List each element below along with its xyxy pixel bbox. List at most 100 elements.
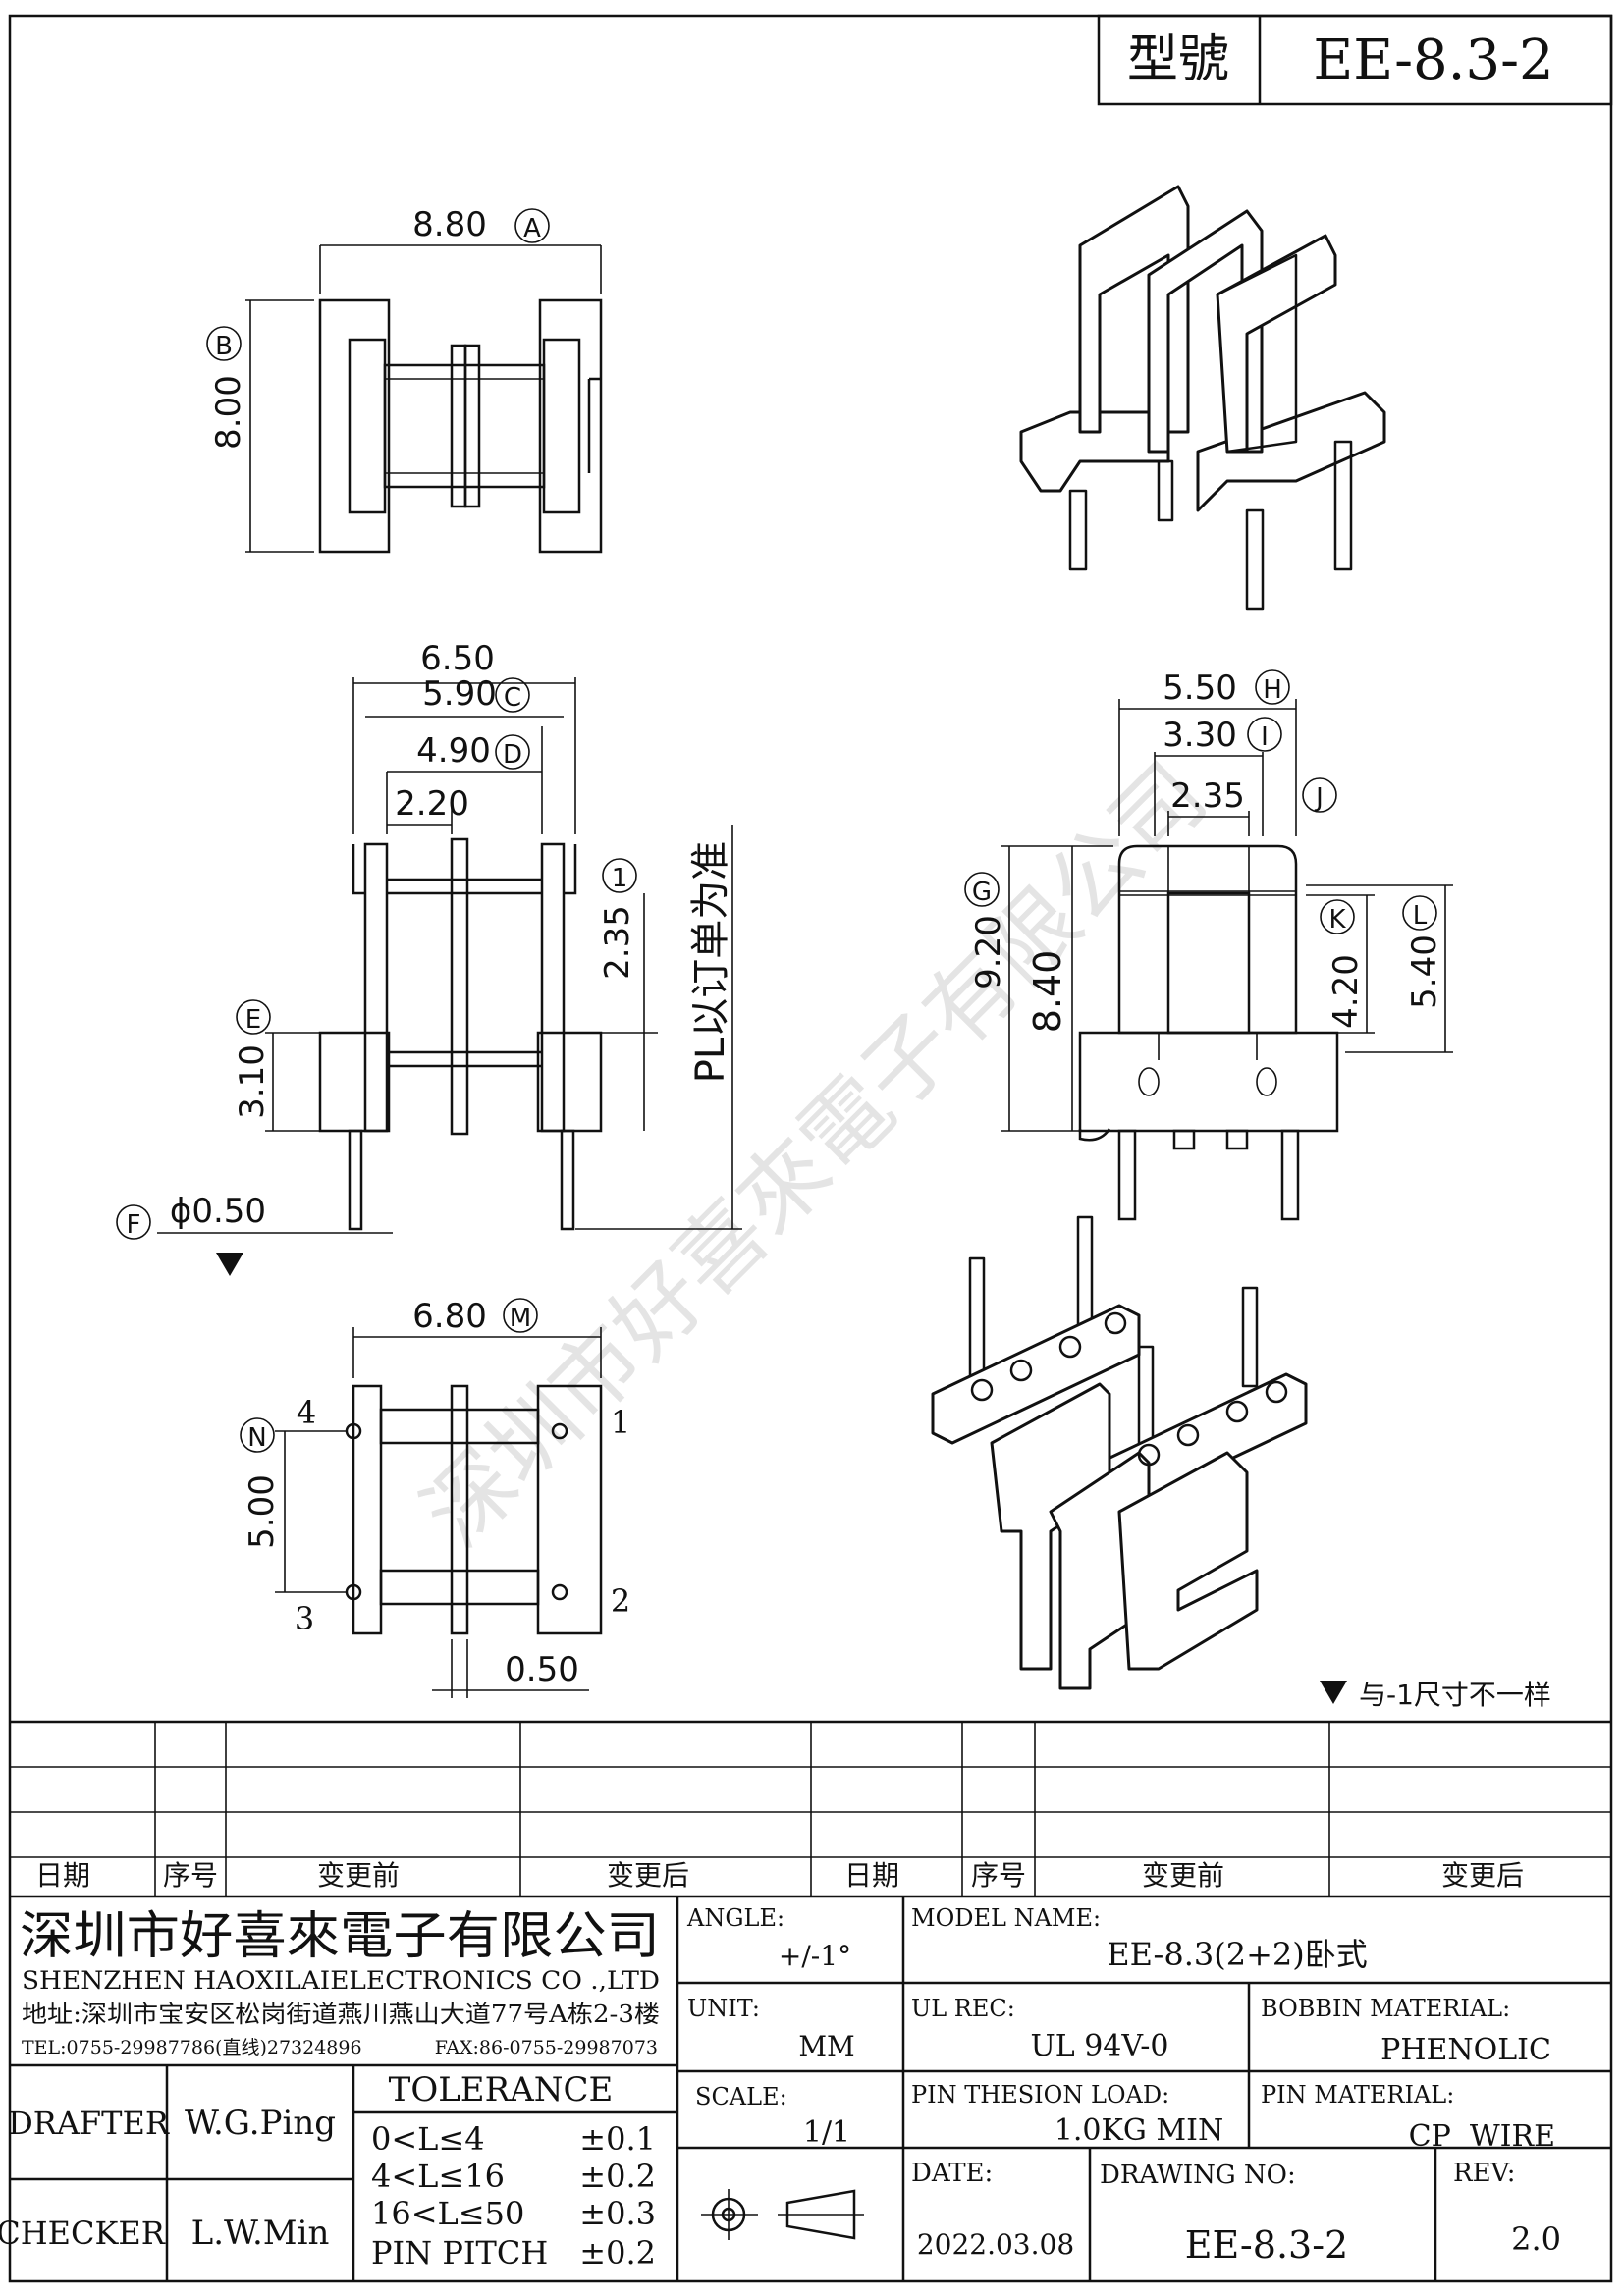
dim-i-value: 3.30: [1163, 716, 1237, 755]
marker-n-label: N: [247, 1423, 266, 1453]
bobbin-value: PHENOLIC: [1380, 2033, 1551, 2067]
model-name-label: MODEL NAME:: [911, 1904, 1101, 1932]
marker-f-label: F: [127, 1210, 141, 1240]
tolerance-value-2: ±0.2: [579, 2158, 656, 2195]
rev-header-no-2: 序号: [971, 1859, 1026, 1892]
rev-header-date-1: 日期: [35, 1859, 90, 1892]
tolerance-range-4: PIN PITCH: [371, 2234, 548, 2271]
dim-k-value: 4.20: [1326, 954, 1366, 1029]
marker-k: [1320, 899, 1355, 934]
pin-load-value: 1.0KG MIN: [1055, 2113, 1223, 2148]
rev-header-after-2: 变更后: [1441, 1859, 1524, 1892]
note: 与-1尺寸不一样: [1320, 1679, 1551, 1711]
marker-j-label: J: [1314, 783, 1324, 813]
note-text: 与-1尺寸不一样: [1359, 1679, 1551, 1711]
triangle-icon: [216, 1253, 243, 1276]
pin-material-label: PIN MATERIAL:: [1261, 2081, 1454, 2109]
pin-3-label: 3: [295, 1600, 314, 1637]
bottom-view: 6.80 M 5.00 N 0.50 4 1 3 2: [240, 1297, 630, 1698]
dim-l-value: 5.40: [1405, 934, 1444, 1009]
pin-load-label: PIN THESION LOAD:: [911, 2081, 1169, 2109]
marker-b: [206, 326, 242, 361]
dim-b-value: 8.00: [209, 375, 248, 450]
company-name-cn: 深圳市好喜來電子有限公司: [20, 1907, 660, 1966]
marker-m-label: M: [510, 1304, 531, 1333]
date-label: DATE:: [911, 2159, 993, 2188]
model-box: 型號 EE-8.3-2: [1097, 14, 1613, 106]
dim-d-value: 4.90: [416, 731, 491, 771]
marker-g: [964, 872, 1000, 907]
unit-label: UNIT:: [687, 1995, 760, 2022]
marker-d: [495, 734, 530, 770]
marker-i: [1247, 717, 1282, 752]
tolerance-value-4: ±0.2: [579, 2234, 656, 2271]
dim-235-value: 2.35: [598, 905, 637, 980]
revision-table: 日期 序号 变更前 变更后 日期 序号 变更前 变更后: [10, 1720, 1611, 1898]
rev-header-after-1: 变更后: [607, 1859, 689, 1892]
dim-m-value: 6.80: [412, 1297, 487, 1336]
model-name-value: EE-8.3(2+2)卧式: [1107, 1936, 1368, 1973]
dim-h-value: 5.50: [1163, 668, 1237, 708]
bobbin-label: BOBBIN MATERIAL:: [1261, 1995, 1510, 2022]
marker-e-label: E: [245, 1005, 261, 1035]
dim-n-value: 5.00: [243, 1474, 282, 1549]
drafter-label: DRAFTER: [8, 2105, 170, 2142]
company-tel: TEL:0755-29987786(直线)27324896: [22, 2037, 362, 2058]
checker-value: L.W.Min: [191, 2214, 330, 2253]
marker-d-label: D: [503, 740, 522, 770]
front-view: 6.50 5.90 C 4.90 D 2.20 2.35 1 PL以订单为准 3…: [116, 639, 742, 1276]
company-name-en: SHENZHEN HAOXILAIELECTRONICS CO .,LTD: [22, 1966, 660, 1995]
marker-n: [240, 1417, 275, 1453]
tolerance-range-1: 0<L≤4: [371, 2120, 485, 2158]
tolerance-range-3: 16<L≤50: [371, 2195, 524, 2232]
angle-value: +/-1°: [779, 1940, 851, 1972]
dim-840-value: 8.40: [1026, 950, 1069, 1034]
unit-value: MM: [798, 2030, 854, 2062]
rev-header-before-2: 变更前: [1142, 1859, 1224, 1892]
dim-235b-value: 2.35: [1170, 776, 1245, 816]
sheet-border: [8, 14, 1613, 2283]
marker-1-label: 1: [612, 864, 628, 893]
tolerance-value-3: ±0.3: [579, 2195, 656, 2232]
triangle-icon: [1320, 1681, 1347, 1704]
dim-a-value: 8.80: [412, 205, 487, 244]
dim-650-value: 6.50: [420, 639, 495, 678]
tolerance-range-2: 4<L≤16: [371, 2158, 505, 2195]
scale-label: SCALE:: [695, 2083, 787, 2110]
dim-e-value: 3.10: [233, 1044, 272, 1119]
dim-c-value: 5.90: [422, 674, 497, 714]
marker-b-label: B: [215, 332, 233, 361]
marker-e: [236, 999, 271, 1035]
model-value: EE-8.3-2: [1313, 28, 1553, 92]
ul-value: UL 94V-0: [1030, 2029, 1168, 2063]
pin-4-label: 4: [297, 1394, 316, 1431]
checker-label: CHECKER: [0, 2215, 166, 2252]
company-fax: FAX:86-0755-29987073: [435, 2037, 658, 2058]
marker-k-label: K: [1328, 905, 1346, 934]
rev-value: 2.0: [1511, 2220, 1561, 2258]
rev-header-before-1: 变更前: [317, 1859, 400, 1892]
marker-c-label: C: [504, 683, 521, 713]
marker-l-label: L: [1413, 901, 1428, 931]
ul-label: UL REC:: [911, 1995, 1015, 2022]
pin-2-label: 2: [611, 1582, 630, 1620]
drawing-no-value: EE-8.3-2: [1185, 2223, 1348, 2267]
rev-label: REV:: [1453, 2159, 1515, 2188]
top-view: 8.80 A 8.00 B: [206, 205, 603, 554]
iso-view-top: [1019, 185, 1386, 611]
marker-g-label: G: [972, 878, 992, 907]
projection-symbol-icon: [701, 2189, 864, 2240]
angle-label: ANGLE:: [686, 1904, 784, 1932]
marker-a-label: A: [523, 214, 541, 243]
dim-f-value: ϕ0.50: [170, 1192, 266, 1231]
marker-j: [1302, 777, 1337, 813]
pl-note: PL以订单为准: [688, 841, 733, 1083]
tolerance-title: TOLERANCE: [389, 2070, 614, 2109]
marker-h: [1255, 669, 1290, 705]
marker-1: [602, 858, 637, 893]
side-view: 5.50 H 3.30 I 2.35 J 9.20 G 8.40 4.20 K …: [964, 668, 1453, 1221]
pin-1-label: 1: [611, 1404, 630, 1441]
pin-material-value: CP WIRE: [1409, 2119, 1555, 2154]
dim-050-value: 0.50: [505, 1650, 579, 1689]
dim-g-value: 9.20: [969, 915, 1008, 989]
